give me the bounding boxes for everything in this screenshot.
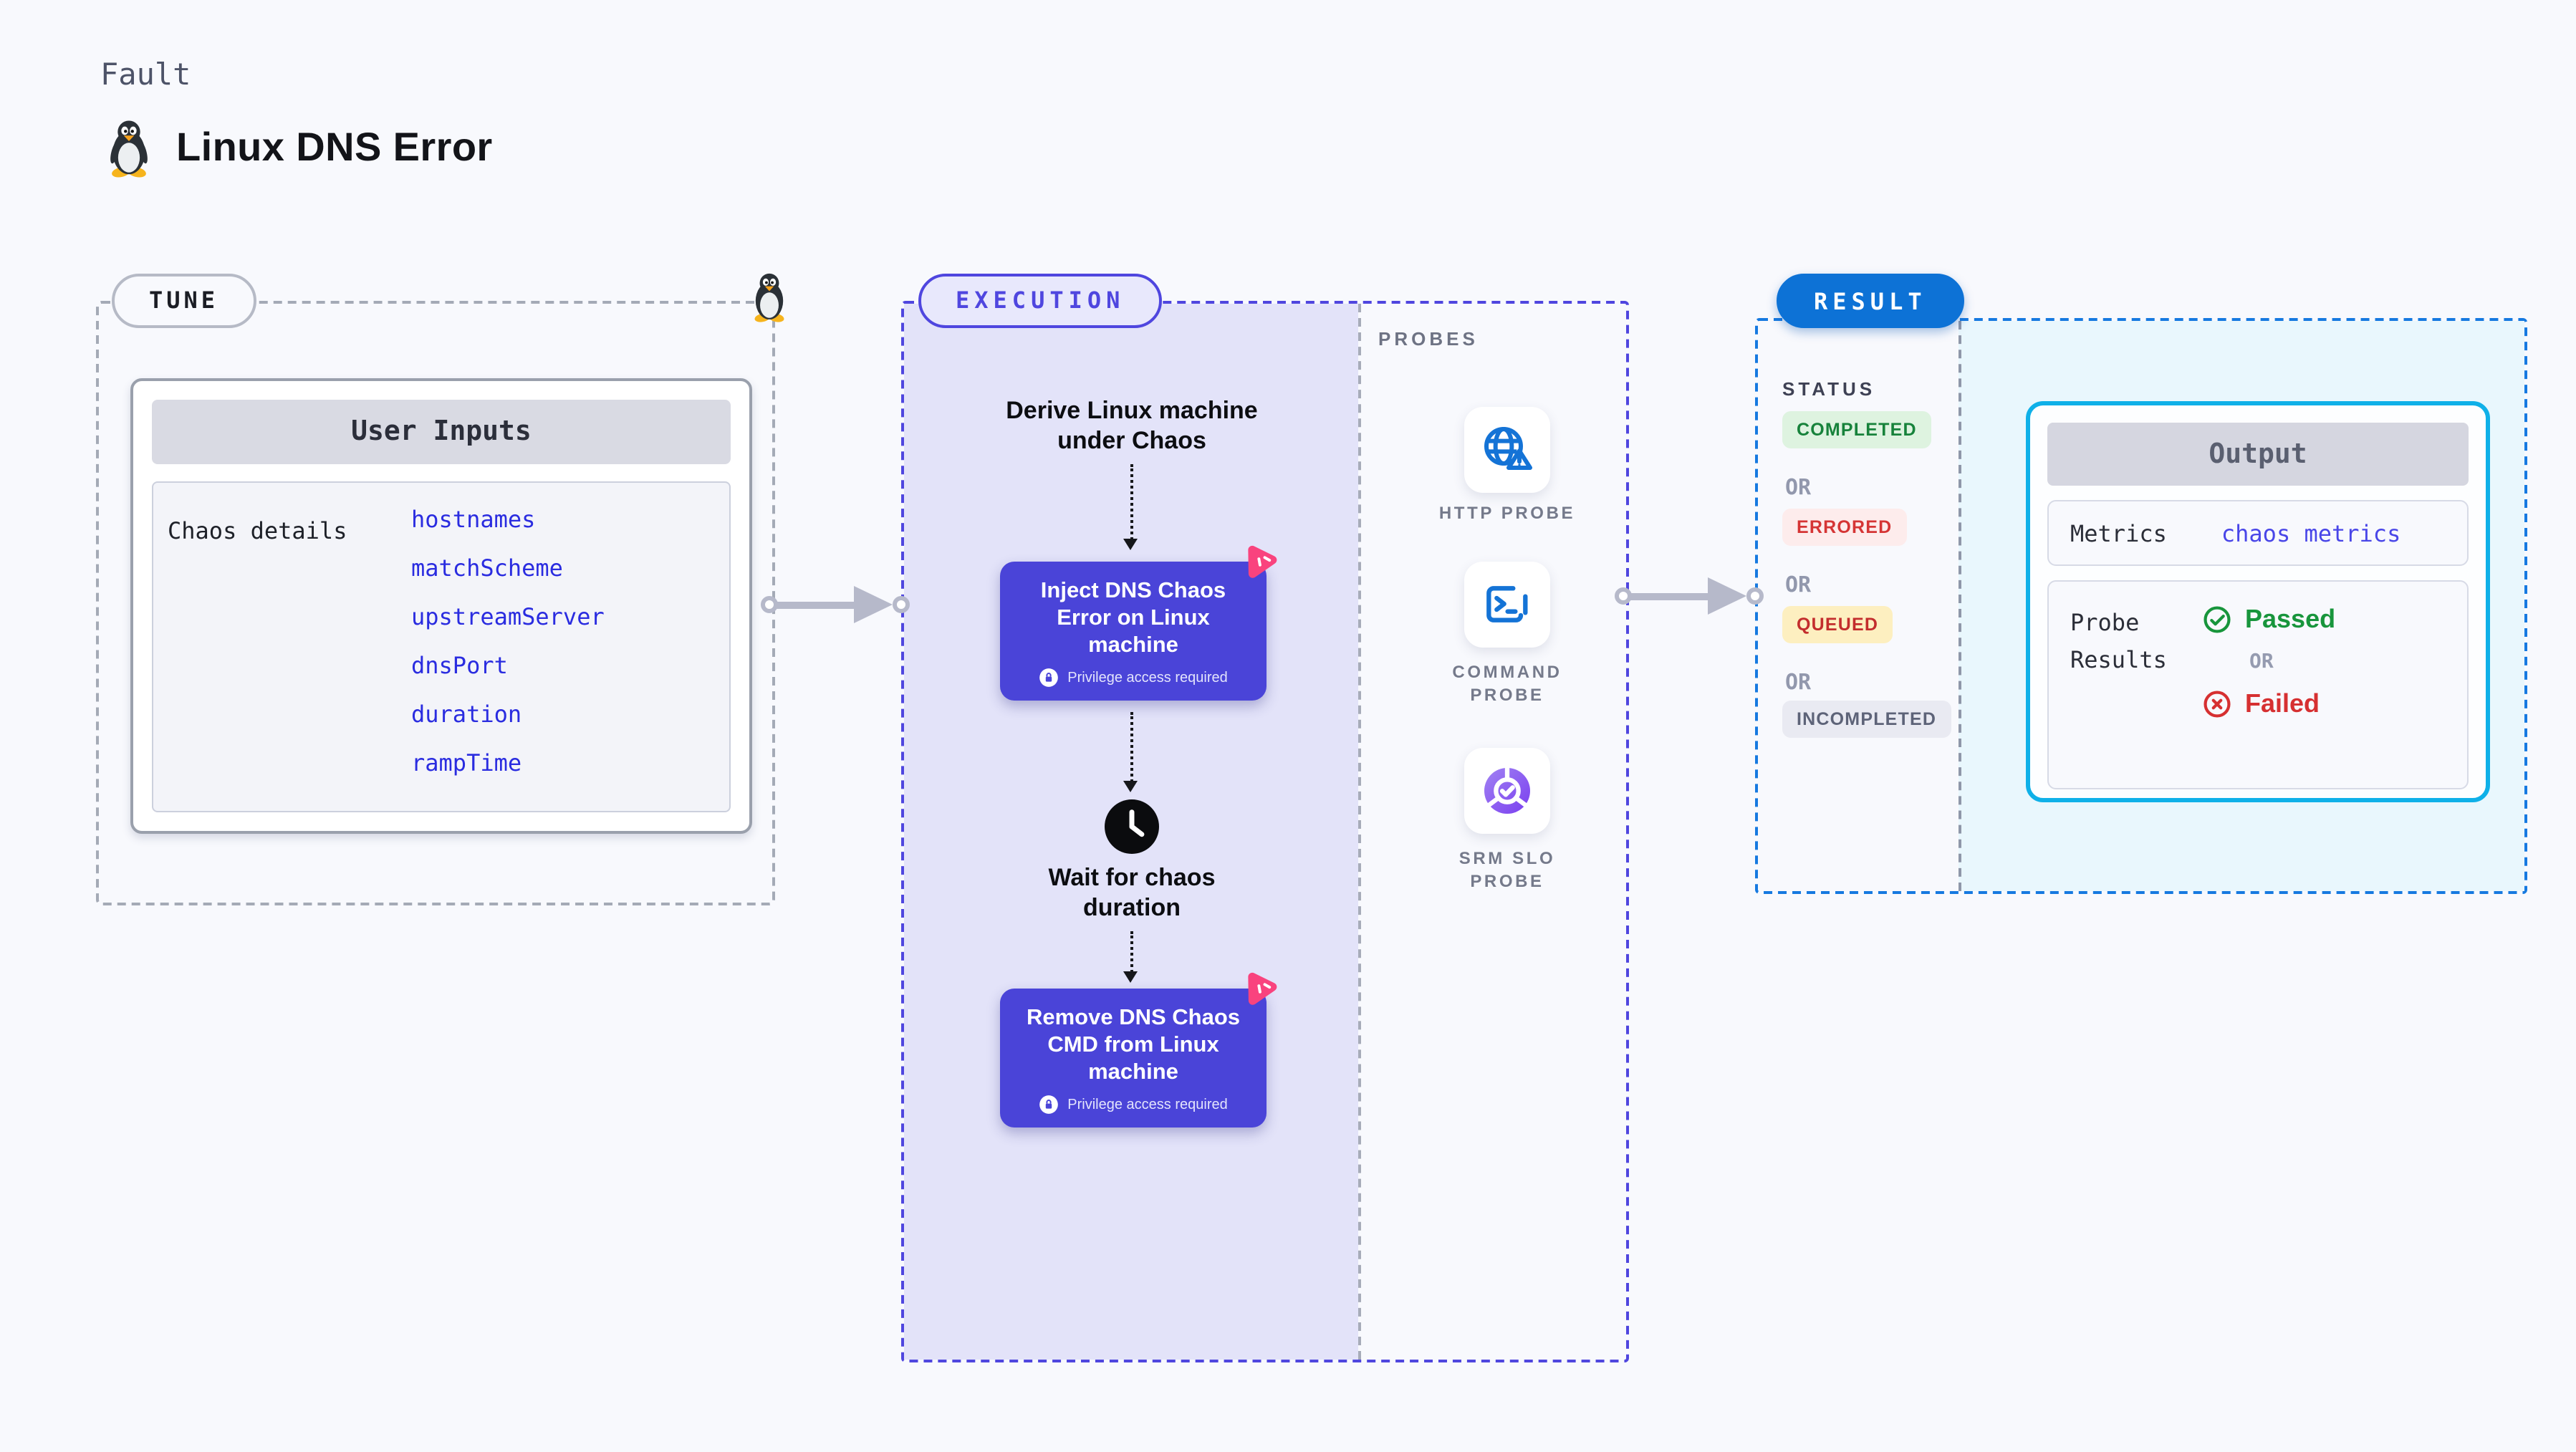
param-dnsport[interactable]: dnsPort: [411, 652, 508, 679]
param-duration[interactable]: duration: [411, 701, 522, 728]
remove-chaos-node[interactable]: Remove DNS Chaos CMD from Linux machine …: [1000, 972, 1277, 1128]
clock-icon: [1105, 799, 1159, 854]
failed-label: Failed: [2245, 689, 2320, 718]
tune-section-pill: TUNE: [112, 274, 256, 328]
probe-result-passed: Passed: [2202, 605, 2335, 635]
probe-result-failed: Failed: [2202, 689, 2335, 719]
privilege-badge-text: Privilege access required: [1067, 1097, 1228, 1112]
srm-slo-probe-card[interactable]: [1464, 748, 1550, 834]
metrics-row: Metrics chaos metrics: [2047, 500, 2469, 566]
privilege-badge: Privilege access required: [1017, 668, 1249, 688]
connector-dot: [1615, 587, 1632, 605]
inject-node-title: Inject DNS Chaos Error on Linux machine: [1040, 579, 1226, 658]
status-badge-completed: COMPLETED: [1782, 411, 1931, 448]
derive-step-text: Derive Linux machine under Chaos: [1006, 397, 1258, 454]
result-status-divider: [1959, 321, 1961, 891]
srm-slo-probe-label: SRM SLO PROBE: [1458, 848, 1556, 891]
http-probe-label: HTTP PROBE: [1438, 503, 1576, 523]
status-badge-errored: ERRORED: [1782, 509, 1907, 546]
chaos-details-label: Chaos details: [168, 517, 347, 544]
wait-step-text: Wait for chaos duration: [1048, 864, 1216, 921]
or-label: OR: [2249, 650, 2274, 673]
status-badge-queued: QUEUED: [1782, 606, 1893, 643]
globe-warning-icon: [1484, 427, 1532, 470]
chaos-pinwheel-icon: [1248, 972, 1277, 1005]
check-circle-icon: [2203, 606, 2231, 633]
metrics-label: Metrics: [2070, 519, 2167, 547]
command-probe-card[interactable]: [1464, 562, 1550, 648]
tune-penguin-icon: [754, 273, 784, 322]
or-label: OR: [1785, 572, 1812, 597]
probes-heading: PROBES: [1378, 328, 1479, 350]
connector-dot: [761, 596, 778, 613]
connector-dot: [893, 596, 910, 613]
flow-arrow-down-icon: [1123, 931, 1138, 983]
connector-arrowhead-icon: [854, 586, 893, 623]
connector-dot: [1746, 587, 1764, 605]
fault-kicker: Fault: [100, 57, 191, 92]
command-probe-label: COMMAND PROBE: [1452, 662, 1562, 705]
param-ramptime[interactable]: rampTime: [411, 749, 522, 777]
user-inputs-card: User Inputs Chaos details hostnames matc…: [130, 378, 752, 834]
privilege-badge-text: Privilege access required: [1067, 670, 1228, 686]
connector-line: [775, 601, 858, 608]
param-upstreamserver[interactable]: upstreamServer: [411, 603, 605, 630]
user-inputs-body: Chaos details hostnames matchScheme upst…: [152, 481, 731, 812]
connector-arrowhead-icon: [1708, 577, 1746, 615]
status-heading: STATUS: [1782, 378, 1876, 400]
remove-node-title: Remove DNS Chaos CMD from Linux machine: [1026, 1006, 1240, 1085]
lock-icon: [1039, 668, 1059, 687]
probe-results-row: Probe Results Passed OR Failed: [2047, 580, 2469, 789]
terminal-icon: [1486, 586, 1528, 622]
metrics-value-link[interactable]: chaos metrics: [2221, 519, 2401, 547]
lock-icon: [1039, 1095, 1059, 1114]
chaos-pinwheel-icon: [1248, 545, 1277, 578]
param-hostnames[interactable]: hostnames: [411, 506, 536, 533]
output-title: Output: [2047, 423, 2469, 486]
or-label: OR: [1785, 669, 1812, 695]
donut-check-icon: [1484, 767, 1530, 814]
chaos-params-list: hostnames matchScheme upstreamServer dns…: [411, 496, 605, 788]
inject-chaos-node[interactable]: Inject DNS Chaos Error on Linux machine …: [1000, 545, 1277, 701]
or-label: OR: [1785, 474, 1812, 500]
connector-line: [1629, 592, 1712, 600]
param-matchscheme[interactable]: matchScheme: [411, 554, 563, 582]
flow-arrow-down-icon: [1123, 464, 1138, 550]
execution-section-pill: EXECUTION: [918, 274, 1163, 328]
result-section-pill: RESULT: [1777, 274, 1964, 328]
status-badge-incompleted: INCOMPLETED: [1782, 701, 1951, 738]
linux-penguin-icon: [110, 120, 148, 178]
passed-label: Passed: [2245, 605, 2336, 633]
probe-results-label: Probe Results: [2070, 609, 2167, 673]
x-circle-icon: [2203, 691, 2231, 718]
execution-probes-divider: [1358, 304, 1361, 1360]
http-probe-card[interactable]: [1464, 407, 1550, 493]
privilege-badge: Privilege access required: [1017, 1095, 1249, 1115]
page-title-row: Linux DNS Error: [103, 117, 493, 178]
page-title: Linux DNS Error: [176, 125, 493, 169]
output-card: Output Metrics chaos metrics Probe Resul…: [2026, 401, 2490, 802]
user-inputs-title: User Inputs: [152, 400, 731, 464]
flow-arrow-down-icon: [1123, 712, 1138, 792]
